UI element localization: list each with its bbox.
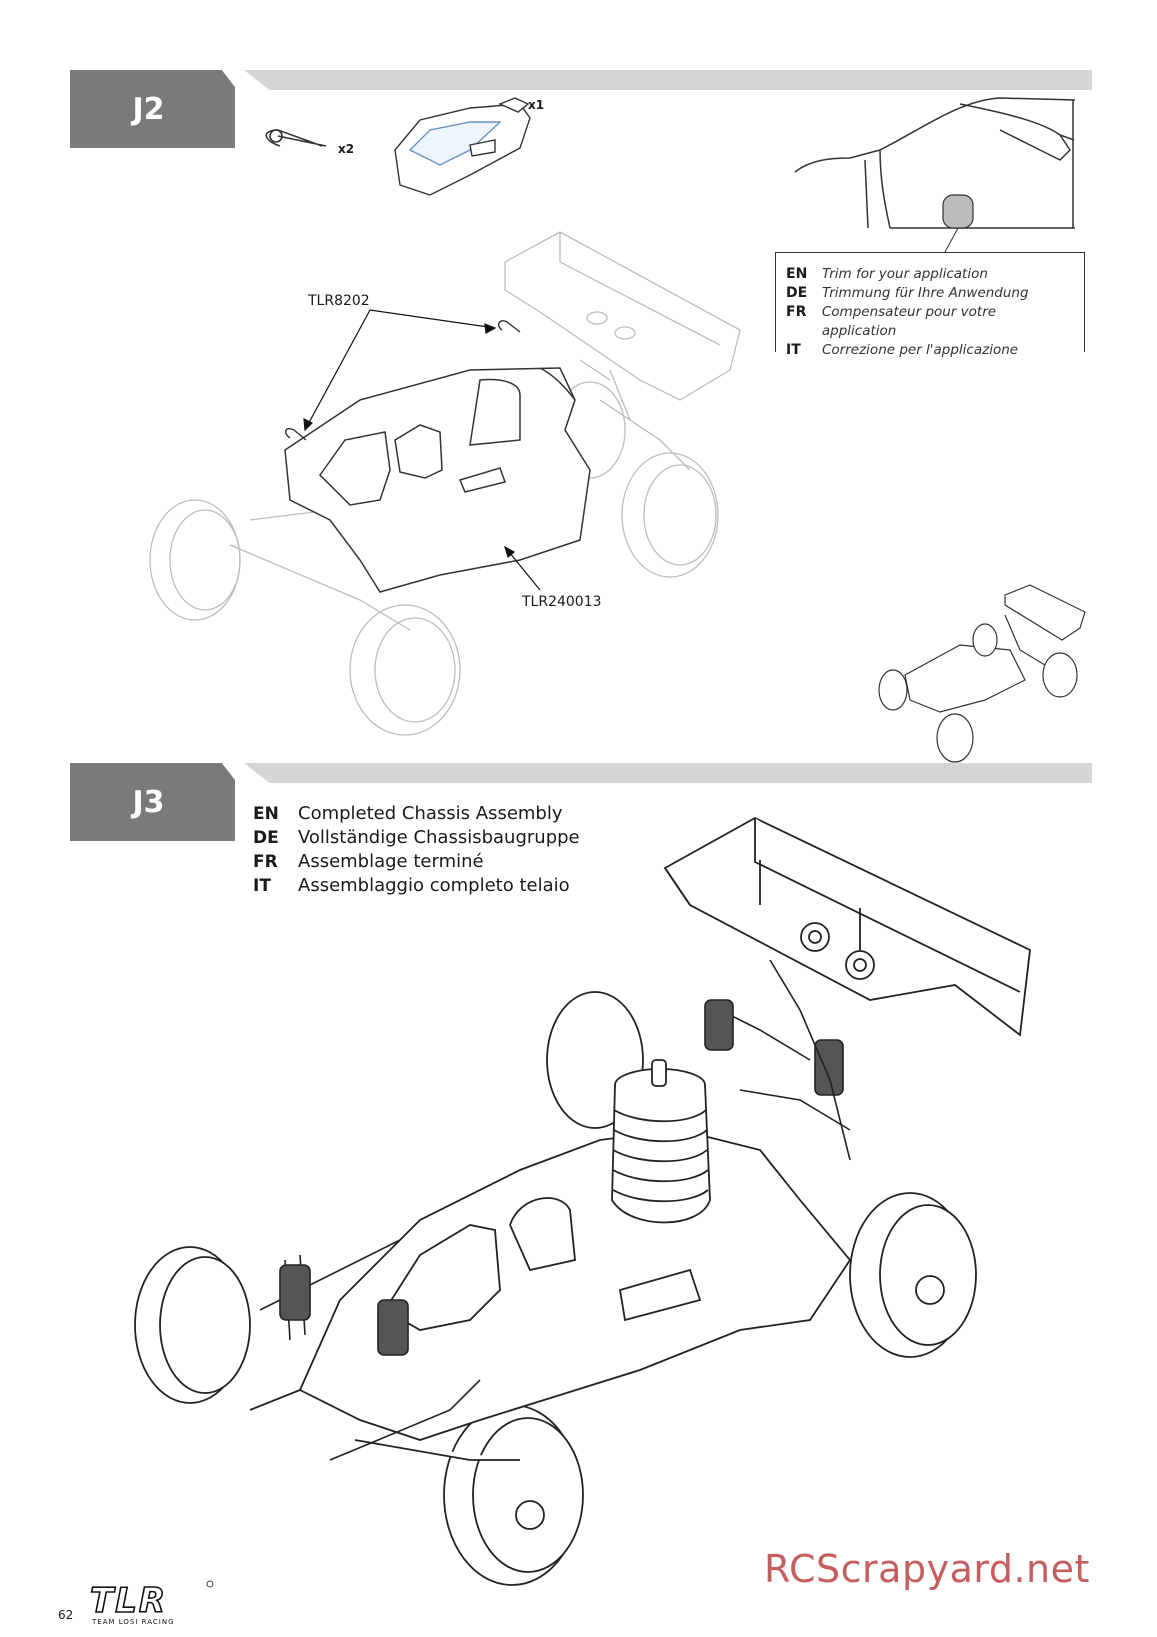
j3-caption-it: IT Assemblaggio completo telaio [253, 875, 570, 896]
trim-area-hatch [942, 194, 974, 229]
trim-note-de: DE Trimmung für Ihre Anwendung [786, 285, 1029, 301]
body-shell-installed [284, 367, 591, 593]
rear-wing [663, 816, 1031, 1037]
body-clip-part [265, 129, 327, 147]
body-shell-part [394, 97, 531, 196]
step-j2-bar [244, 70, 1092, 90]
suspension [259, 959, 851, 1461]
step-j3-tab: J3 [70, 763, 235, 841]
watermark: RCScrapyard.net [764, 1547, 1090, 1591]
step-j3-bar [244, 763, 1092, 783]
callout-tlr8202: TLR8202 [308, 293, 370, 309]
trim-leader-line [944, 227, 959, 253]
callout-arrows [303, 309, 541, 591]
svg-text:TLR: TLR [90, 1581, 167, 1621]
chassis-body [249, 1129, 852, 1461]
wheels [134, 991, 977, 1586]
trim-note-en: EN Trim for your application [786, 266, 988, 282]
j3-caption: EN Completed Chassis Assembly DE Vollstä… [253, 802, 580, 898]
clip-quantity: x2 [338, 142, 355, 156]
engine [611, 1059, 711, 1224]
step-j3-label: J3 [132, 784, 165, 820]
body-quantity: x1 [528, 98, 545, 112]
j3-caption-en: EN Completed Chassis Assembly [253, 803, 563, 824]
callout-tlr240013: TLR240013 [522, 594, 602, 610]
tlr-logo: TLR TEAM LOSI RACING [89, 1580, 214, 1626]
page-number: 62 [58, 1608, 74, 1622]
ghost-chassis [149, 231, 741, 736]
j3-caption-fr: FR Assemblage terminé [253, 851, 484, 872]
svg-text:TEAM LOSI RACING: TEAM LOSI RACING [91, 1618, 175, 1626]
trim-note-it: IT Correzione per l'applicazione [786, 342, 1019, 358]
step-j2-label: J2 [132, 91, 165, 127]
j3-caption-de: DE Vollständige Chassisbaugruppe [253, 827, 580, 848]
step-j2-tab: J2 [70, 70, 235, 148]
trim-note-fr: FR Compensateur pour votre application [786, 304, 997, 339]
installed-body-clips [284, 320, 521, 441]
trim-note-box: EN Trim for your application DE Trimmung… [775, 252, 1085, 358]
